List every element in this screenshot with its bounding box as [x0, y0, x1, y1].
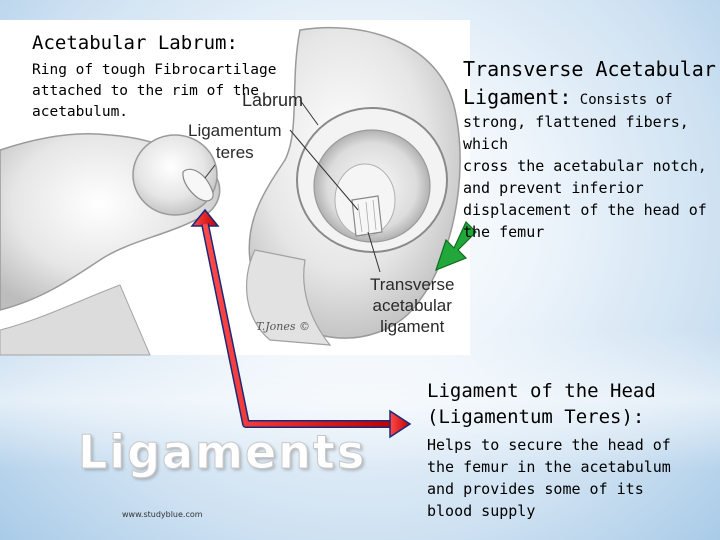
- artist-signature: T.Jones ©: [256, 320, 310, 333]
- green-pointer-arrow-icon: [435, 220, 477, 272]
- leader-transverse: [367, 231, 381, 273]
- pelvis-lower: [245, 249, 332, 346]
- teres-ligament-head: [182, 168, 214, 202]
- labrum-heading: Acetabular Labrum:: [32, 32, 238, 54]
- labrum-description: Ring of tough Fibrocartilage attached to…: [32, 62, 277, 120]
- transverse-description: strong, flattened fibers, which cross th…: [463, 113, 707, 241]
- femur-shaft: [0, 284, 151, 356]
- slide-title: Ligaments: [77, 425, 367, 480]
- leader-teres-socket: [289, 129, 359, 211]
- figure-label-transverse: Transverse acetabular ligament: [370, 275, 455, 336]
- leader-labrum: [299, 99, 319, 126]
- transverse-heading-suffix: Consists of: [571, 92, 673, 108]
- head-ligament-heading: Ligament of the Head (Ligamentum Teres):: [427, 380, 656, 428]
- red-double-arrow-icon: [190, 208, 412, 439]
- transverse-heading-text: Transverse Acetabular Ligament:: [463, 57, 716, 109]
- figure-label-teres: Ligamentum teres: [188, 121, 282, 162]
- head-ligament-description: Helps to secure the head of the femur in…: [427, 436, 671, 520]
- figure-label-labrum: Labrum: [242, 90, 304, 110]
- leader-teres-head: [204, 164, 216, 179]
- transverse-heading: Transverse Acetabular Ligament: Consists…: [463, 55, 716, 114]
- watermark: www.studyblue.com: [122, 510, 203, 519]
